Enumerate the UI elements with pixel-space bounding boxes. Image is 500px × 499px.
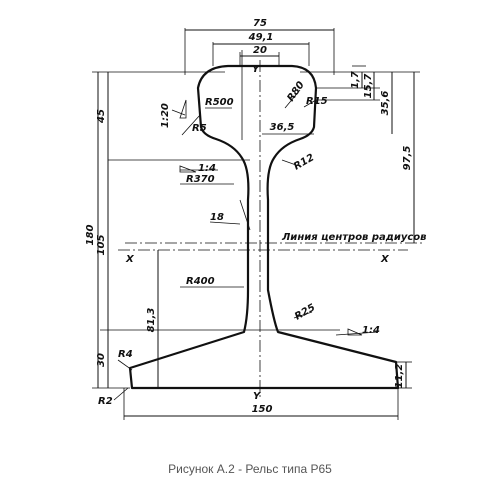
rail-drawing: 75 49,1 20 180 45 105 30 81,3 36,5 97,5 … (85, 18, 427, 420)
slope-base-top: 1:4 (362, 325, 380, 336)
dim-head-36: 36,5 (270, 122, 295, 133)
dim-height-97: 97,5 (402, 146, 413, 171)
dim-head-width: 75 (253, 18, 267, 29)
dim-height-105: 105 (96, 235, 107, 256)
dim-height-45: 45 (96, 109, 107, 124)
dim-right-15: 15,7 (363, 74, 374, 99)
dim-base-11: 11,2 (394, 364, 405, 389)
radius-r4: R4 (118, 349, 133, 360)
slope-under-head: 1:4 (198, 163, 216, 174)
axis-label-x-left: X (125, 254, 135, 265)
radius-r25: R25 (293, 302, 317, 322)
radius-r5: R5 (192, 123, 207, 134)
dim-width-20: 20 (253, 45, 267, 56)
axis-label-x-right: X (380, 254, 390, 265)
slope-head-left: 1:20 (160, 103, 171, 128)
dim-height-30: 30 (96, 353, 107, 367)
dim-base-width: 150 (252, 404, 273, 415)
web-18: 18 (210, 212, 224, 223)
radius-r370: R370 (186, 174, 215, 185)
dim-width-49: 49,1 (248, 32, 274, 43)
dim-height-81: 81,3 (146, 308, 157, 333)
radius-r500: R500 (205, 97, 234, 108)
radius-centre-line-label: Линия центров радиусов (281, 232, 427, 243)
figure-caption: Рисунок А.2 - Рельс типа Р65 (168, 462, 332, 476)
axis-label-y-top: Y (252, 64, 261, 75)
radius-r400: R400 (186, 276, 215, 287)
radius-r2: R2 (98, 396, 113, 407)
dim-right-35: 35,6 (380, 91, 391, 116)
radius-r12: R12 (292, 152, 316, 172)
axis-label-y-bottom: Y (253, 391, 262, 402)
radius-r15: R15 (306, 96, 328, 107)
dim-height-180: 180 (85, 225, 96, 246)
dim-right-1-7: 1,7 (350, 71, 361, 89)
